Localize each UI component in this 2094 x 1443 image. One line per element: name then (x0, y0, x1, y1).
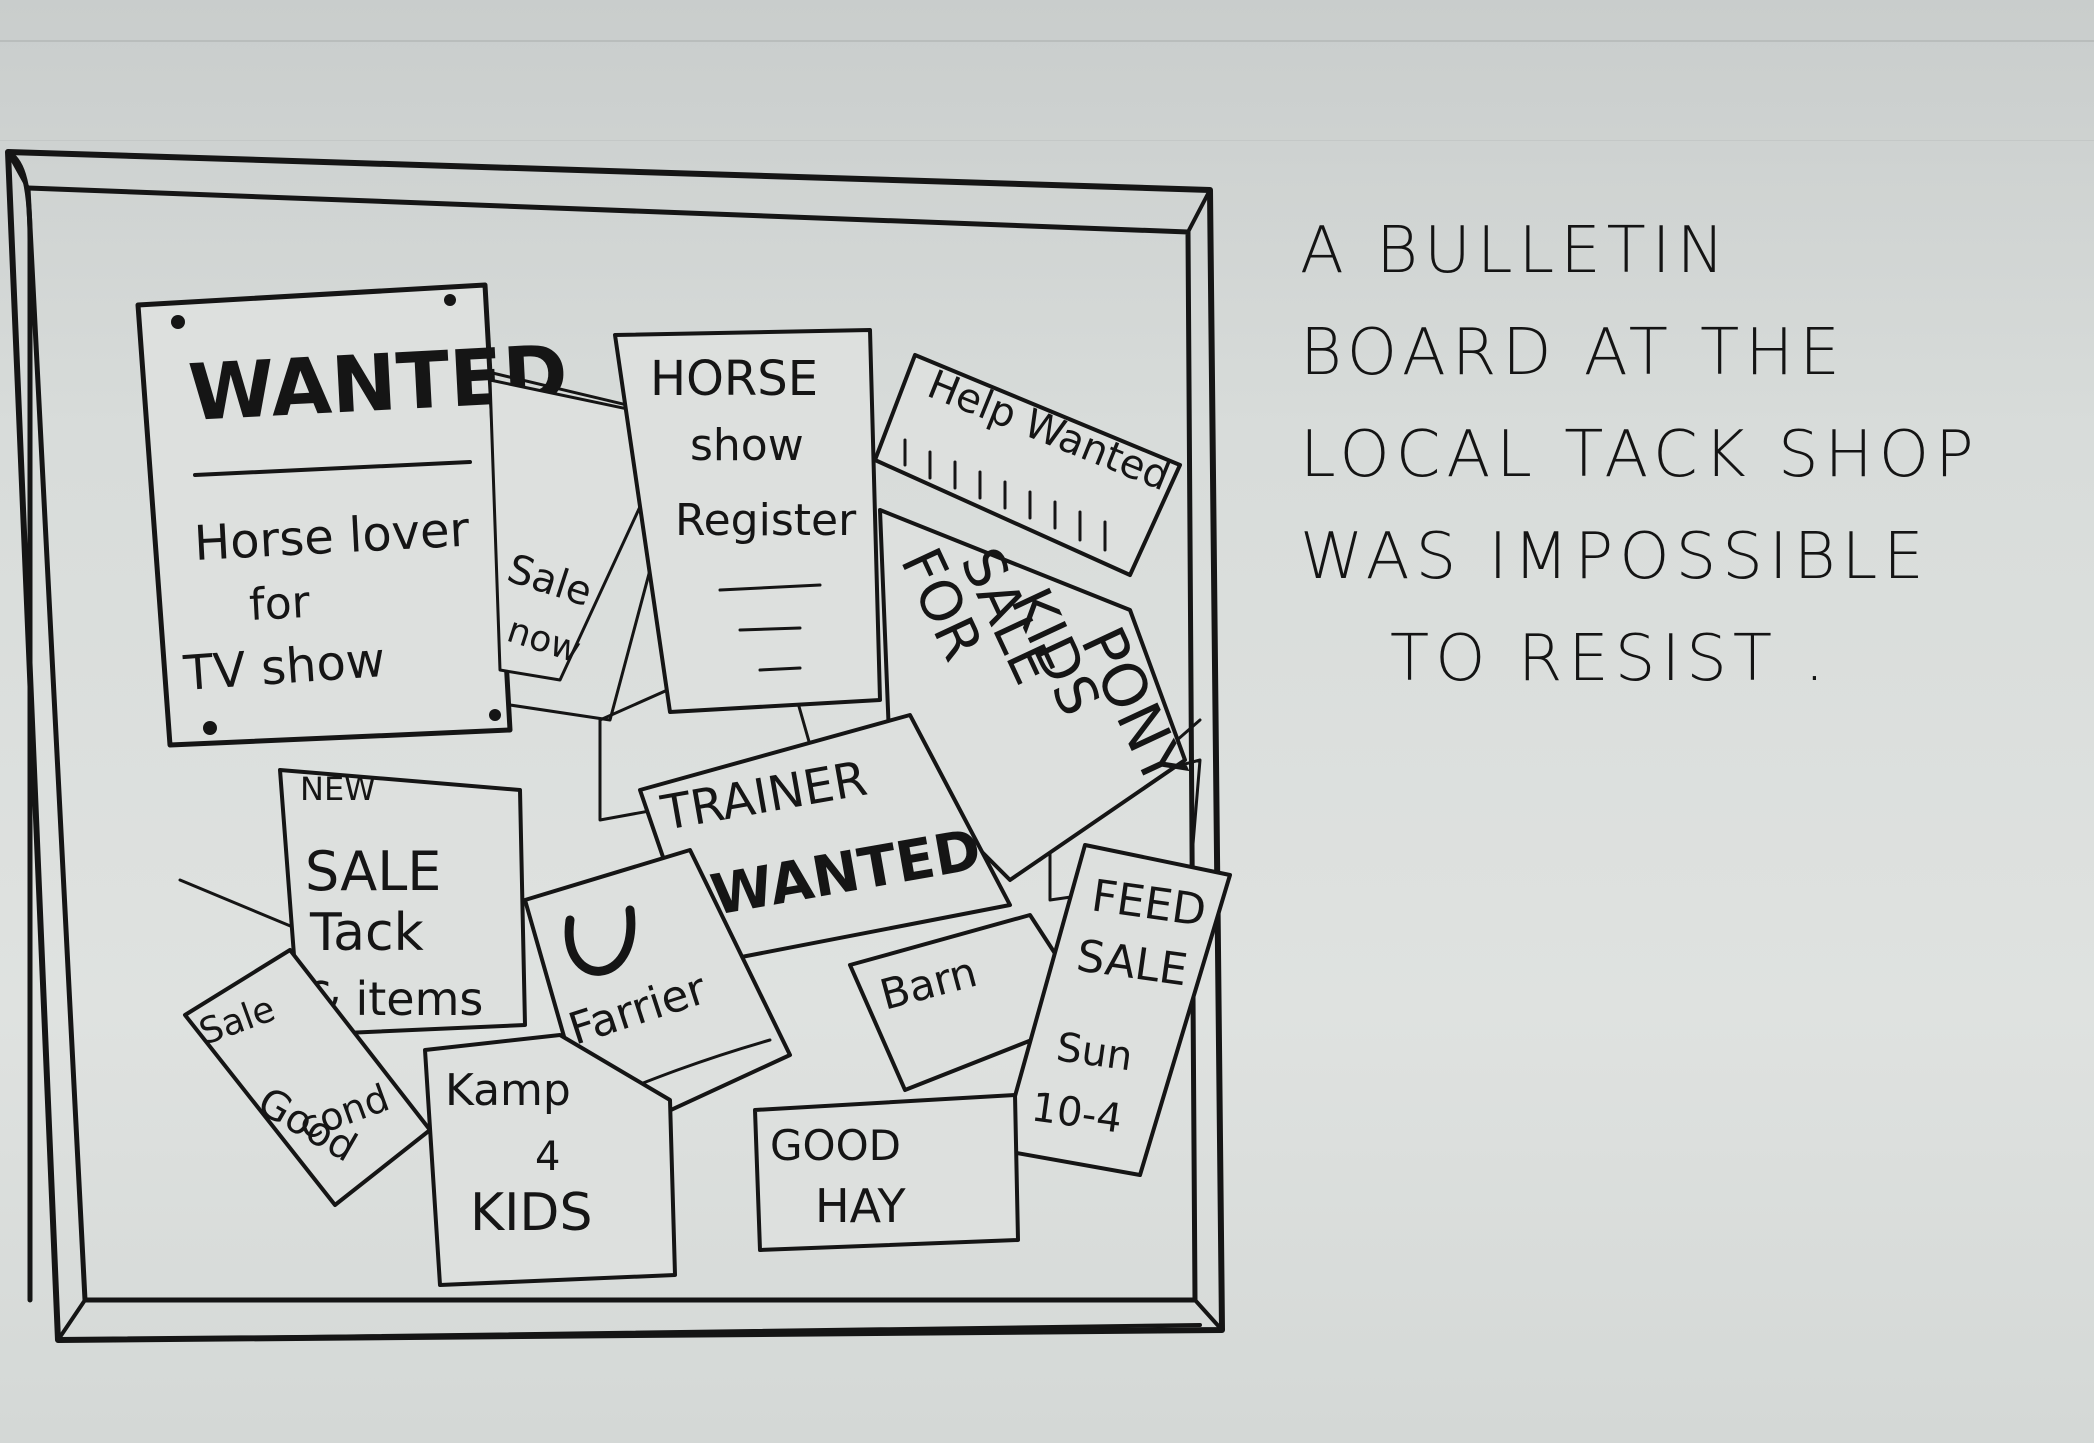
kamp-line2: 4 (535, 1134, 560, 1180)
hay-line2: HAY (815, 1179, 906, 1233)
board-frame (5, 149, 1225, 1343)
caption-handwritten: A BULLETIN BOARD AT THE LOCAL TACK SHOP … (1300, 200, 2060, 710)
horse-show-line1: HORSE (650, 351, 818, 407)
horse-show-line2: show (690, 420, 804, 471)
caption-line4: WAS IMPOSSIBLE (1300, 520, 1930, 594)
horse-show-line3: Register (675, 495, 857, 546)
tack-line2: Tack (309, 903, 424, 963)
caption-line2: BOARD AT THE (1300, 316, 1846, 390)
paper-edge-shadow (0, 40, 2094, 42)
feed-line3: Sun (1054, 1024, 1136, 1080)
caption-line3: LOCAL TACK SHOP (1300, 418, 1980, 492)
tack-header-partial: NEW (300, 770, 376, 808)
notice-sale-tack-items: NEW SALE Tack & items (278, 768, 527, 1037)
caption-line5: TO RESIST . (1390, 622, 1831, 696)
bulletin-board-sketch: WANTED Horse lover for TV show Sale now … (5, 149, 1232, 1343)
kamp-line3: KIDS (470, 1183, 592, 1243)
notice-feed-sale: FEED SALE Sun 10-4 (998, 843, 1232, 1177)
kamp-line1: Kamp (445, 1065, 571, 1116)
wanted-body-line2: for (248, 577, 312, 631)
caption-line1: A BULLETIN (1300, 214, 1731, 288)
notice-trainer-wanted: TRAINER WANTED (638, 713, 1012, 967)
notice-wanted-horse-lover: WANTED Horse lover for TV show (135, 282, 570, 748)
notice-good-hay: GOOD HAY (753, 1093, 1020, 1252)
tack-line1: SALE (305, 840, 441, 903)
paper-fold-line (0, 140, 2094, 141)
hay-line1: GOOD (770, 1121, 901, 1170)
notice-kamp-4-kids: Kamp 4 KIDS (423, 1033, 677, 1287)
notice-horse-show-register: HORSE show Register (613, 328, 882, 714)
